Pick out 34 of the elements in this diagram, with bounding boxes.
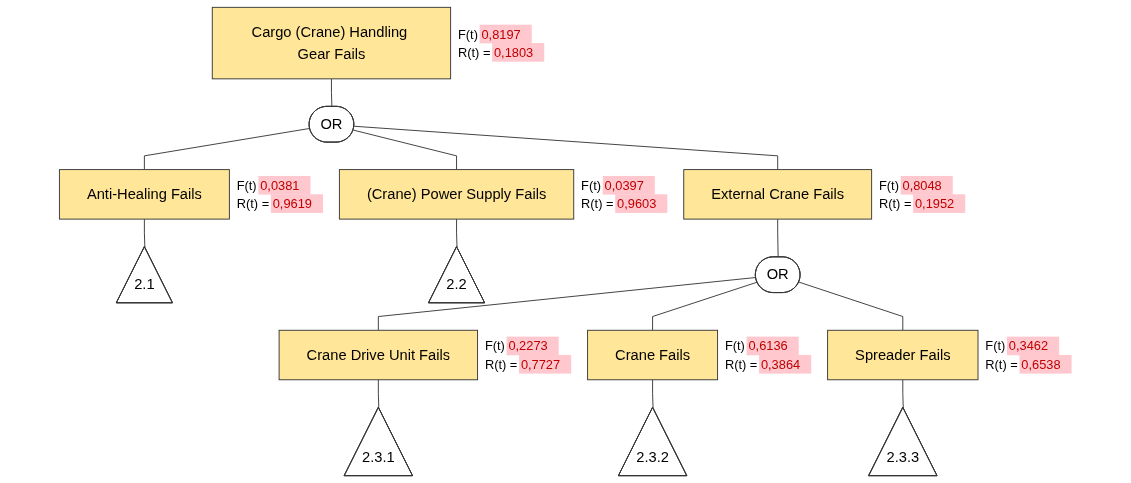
probability-value: R(t) = 0,9619 bbox=[236, 196, 312, 212]
probability-value: F(t) 0,0381 bbox=[236, 177, 300, 193]
connector bbox=[143, 218, 146, 248]
connector bbox=[798, 281, 904, 331]
node-box: Anti-Healing Fails bbox=[58, 169, 230, 220]
probability-value: R(t) = 0,7727 bbox=[484, 356, 561, 372]
probability-value: F(t) 0,0397 bbox=[581, 177, 644, 193]
probability-value: R(t) = 0,6538 bbox=[985, 356, 1061, 372]
probability-value: F(t) 0,3462 bbox=[985, 338, 1049, 354]
connector bbox=[902, 379, 904, 409]
node-box: Spreader Fails bbox=[827, 329, 979, 381]
connector bbox=[652, 379, 654, 409]
connector bbox=[652, 281, 758, 331]
probability-value: F(t) 0,8197 bbox=[457, 26, 521, 42]
node-box: External Crane Fails bbox=[683, 169, 873, 220]
connector bbox=[456, 218, 458, 248]
connector bbox=[777, 218, 779, 258]
connector bbox=[143, 127, 311, 171]
connector bbox=[377, 379, 380, 409]
probability-value: R(t) = 0,1803 bbox=[457, 44, 534, 60]
connector bbox=[377, 277, 757, 331]
node-box: (Crane) Power Supply Fails bbox=[338, 169, 575, 220]
probability-value: R(t) = 0,9603 bbox=[581, 196, 657, 212]
probability-value: F(t) 0,8048 bbox=[879, 177, 942, 193]
node-box: Crane Fails bbox=[587, 329, 719, 381]
node-box: Cargo (Crane) Handling Gear Fails bbox=[211, 6, 452, 80]
probability-value: F(t) 0,6136 bbox=[724, 338, 788, 354]
probability-value: R(t) = 0,1952 bbox=[879, 196, 955, 212]
probability-value: R(t) = 0,3864 bbox=[724, 356, 801, 372]
probability-value: F(t) 0,2273 bbox=[484, 338, 548, 354]
node-box: Crane Drive Unit Fails bbox=[278, 329, 479, 381]
connector bbox=[353, 125, 779, 171]
connector bbox=[331, 78, 333, 108]
connector bbox=[352, 129, 457, 171]
